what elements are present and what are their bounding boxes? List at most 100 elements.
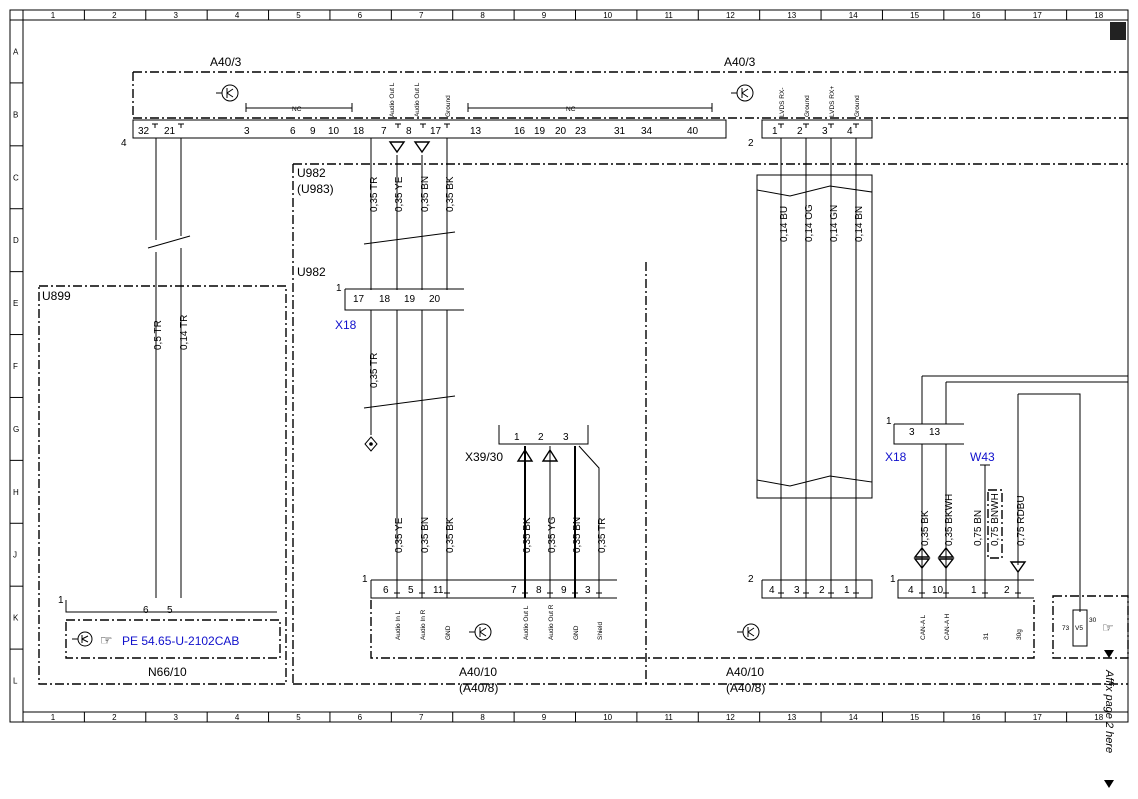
a40-10-left-pin-label: Audio Out R (548, 604, 555, 640)
wire-break (363, 231, 456, 245)
ground-arrow (413, 141, 431, 154)
a40-10-can-pin: 1 (971, 585, 977, 596)
x18-left-pin: 18 (379, 294, 391, 305)
grid-col-label: 11 (665, 713, 674, 722)
a40-3-right-pin: 2 (797, 126, 803, 137)
a40-10-right-pin: 3 (794, 585, 800, 596)
n66-pin: 5 (167, 605, 173, 616)
grid-col-label: 12 (726, 713, 735, 722)
a40-10-can-pin: 10 (932, 585, 944, 596)
triangle-icon (1104, 650, 1114, 658)
lvds-wire-label: 0,14 OG (804, 204, 815, 242)
a40-10-can-connector (897, 579, 1034, 599)
frame-inner (22, 19, 1129, 713)
grid-col-label: 6 (358, 11, 363, 20)
nc-brace-left (245, 103, 353, 112)
u982-lower-label: U982 (297, 265, 326, 279)
pin-terminal-icon (178, 123, 184, 128)
pin-terminal-icon (420, 123, 426, 128)
grid-col-label: 18 (1094, 11, 1103, 20)
a40-10-left-pin-label: Audio In L (395, 610, 402, 640)
speaker-icon (469, 623, 492, 641)
pin-terminal-icon (522, 592, 528, 597)
u983-label: (U983) (297, 182, 334, 196)
x39-pin: 3 (563, 432, 569, 443)
grid-col-label: 10 (603, 713, 612, 722)
u899-label: U899 (42, 289, 71, 303)
can-wire-label: 0,75 BNWH (990, 493, 1001, 546)
grid-row-label: K (13, 614, 19, 623)
upper-wire-label: 0,35 TR (369, 177, 380, 212)
u899-wire-label: 0,14 TR (179, 315, 190, 350)
lower-wire-label: 0,35 BK (445, 517, 456, 553)
a40-10-left-pin-label: GND (445, 625, 452, 640)
a40-10-can-pin: 2 (1004, 585, 1010, 596)
a40-10-left-pin: 9 (561, 585, 567, 596)
grid-col-label: 3 (173, 713, 178, 722)
can-wire-label: 0,75 RDBU (1016, 495, 1027, 546)
lvds-cable-bottom (756, 475, 873, 499)
reference-link[interactable]: PE 54.65-U-2102CAB (122, 634, 239, 648)
pin-terminal-icon (778, 592, 784, 597)
grid-col-label: 8 (480, 11, 485, 20)
a40-3-right-pin: 4 (847, 126, 853, 137)
x18-right-conn-no: 1 (886, 416, 892, 427)
grid-col-label: 15 (910, 11, 919, 20)
speaker-icon (72, 631, 93, 647)
a40-10-left-pin: 8 (536, 585, 542, 596)
page-corner-icon (1110, 22, 1126, 40)
pin-terminal-icon (982, 592, 988, 597)
x39-pin: 2 (538, 432, 544, 443)
grid-col-label: 14 (849, 11, 858, 20)
a40-10-left-pin-label: Audio Out L (523, 605, 530, 640)
lower-wire-label: 0,35 YG (547, 516, 558, 553)
a40-10-right-label: A40/10 (726, 665, 764, 679)
wire-break (363, 395, 456, 409)
grid-row-label: C (13, 173, 19, 182)
a40-3-right-pin: 1 (772, 126, 778, 137)
x39-connector (498, 425, 589, 445)
a40-10-can-pin: 4 (908, 585, 914, 596)
a40-3-left-pin: 3 (244, 126, 250, 137)
relay-coil (1072, 609, 1088, 647)
rdbu-wire (1017, 393, 1081, 612)
x18-left-pin: 20 (429, 294, 441, 305)
a40-3-left-pin: 40 (687, 126, 699, 137)
pin-terminal-icon (1015, 592, 1021, 597)
pin-terminal-icon (919, 592, 925, 597)
pin-terminal-icon (828, 123, 834, 128)
speaker-icon (216, 84, 239, 102)
lower-wire-label: 0,35 BN (420, 517, 431, 553)
a40-3-left-title: A40/3 (210, 55, 242, 69)
pin-terminal-icon (828, 592, 834, 597)
lower-wire-label: 0,35 BK (522, 517, 533, 553)
frame-outer (9, 9, 1129, 723)
can-wire-label: 0,75 BN (973, 510, 984, 546)
a40-3-right-title: A40/3 (724, 55, 756, 69)
a40-3-left-pin: 21 (164, 126, 176, 137)
relay-box (1052, 595, 1129, 659)
pin-terminal-icon (444, 123, 450, 128)
audio-out-l-label: Audio Out L (389, 82, 396, 117)
grid-col-label: 5 (296, 11, 301, 20)
grid-col-label: 7 (419, 713, 424, 722)
grid-col-label: 1 (51, 11, 56, 20)
audio-out-l-label: Audio Out L (414, 82, 421, 117)
a40-8-left-label: (A40/8) (459, 681, 498, 695)
grid-col-label: 15 (910, 713, 919, 722)
a40-10-left-pin-label: Audio In R (420, 609, 427, 640)
lvds-wire-label: 0,14 GN (829, 205, 840, 242)
lower-wire-label: 0,35 TR (597, 518, 608, 553)
pin-terminal-icon (596, 592, 602, 597)
grid-col-label: 6 (358, 713, 363, 722)
x39-shield-wire (578, 445, 600, 598)
x18-left-pin: 17 (353, 294, 365, 305)
relay-pin: 30 (1089, 617, 1097, 624)
a40-10-left-pin: 3 (585, 585, 591, 596)
a40-3-right-pin-label: LVDS RX+ (829, 86, 836, 117)
bidirectional-arrow-icon (913, 546, 931, 570)
grid-row-label: J (13, 551, 17, 560)
grid-col-label: 7 (419, 11, 424, 20)
grid-col-label: 17 (1033, 713, 1042, 722)
